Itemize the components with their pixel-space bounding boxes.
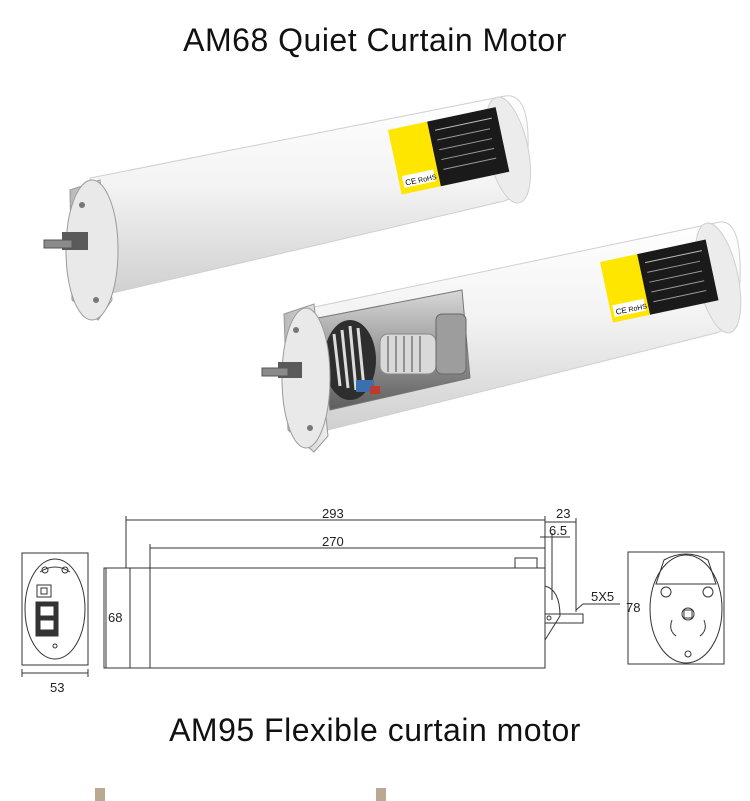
ce-mark-2: CE [615, 306, 628, 317]
motor-image-1: CE RoHS [43, 95, 532, 321]
motor-image-2-cutaway: CE RoHS [261, 221, 742, 453]
ce-mark: CE [404, 176, 417, 187]
end-view-right [627, 551, 725, 665]
dim-body-diameter: 68 [108, 610, 122, 625]
dim-end-height: 78 [626, 600, 640, 615]
dim-shaft-size: 5X5 [591, 589, 614, 604]
front-view [103, 516, 620, 669]
dim-end-offset: 23 [556, 506, 570, 521]
am68-title: AM68 Quiet Curtain Motor [183, 22, 567, 58]
product-image-edge-right [376, 788, 386, 801]
dim-body-length: 270 [322, 534, 344, 549]
side-view-left [21, 552, 89, 677]
rohs-mark-2: RoHS [628, 303, 648, 314]
technical-drawing: 53 293 270 [21, 506, 725, 695]
dim-total-length: 293 [322, 506, 344, 521]
product-image-edge-left [95, 788, 105, 801]
rohs-mark: RoHS [418, 174, 438, 185]
am95-title: AM95 Flexible curtain motor [169, 712, 581, 748]
dim-side-width: 53 [50, 680, 64, 695]
dim-shaft-offset: 6.5 [549, 523, 567, 538]
